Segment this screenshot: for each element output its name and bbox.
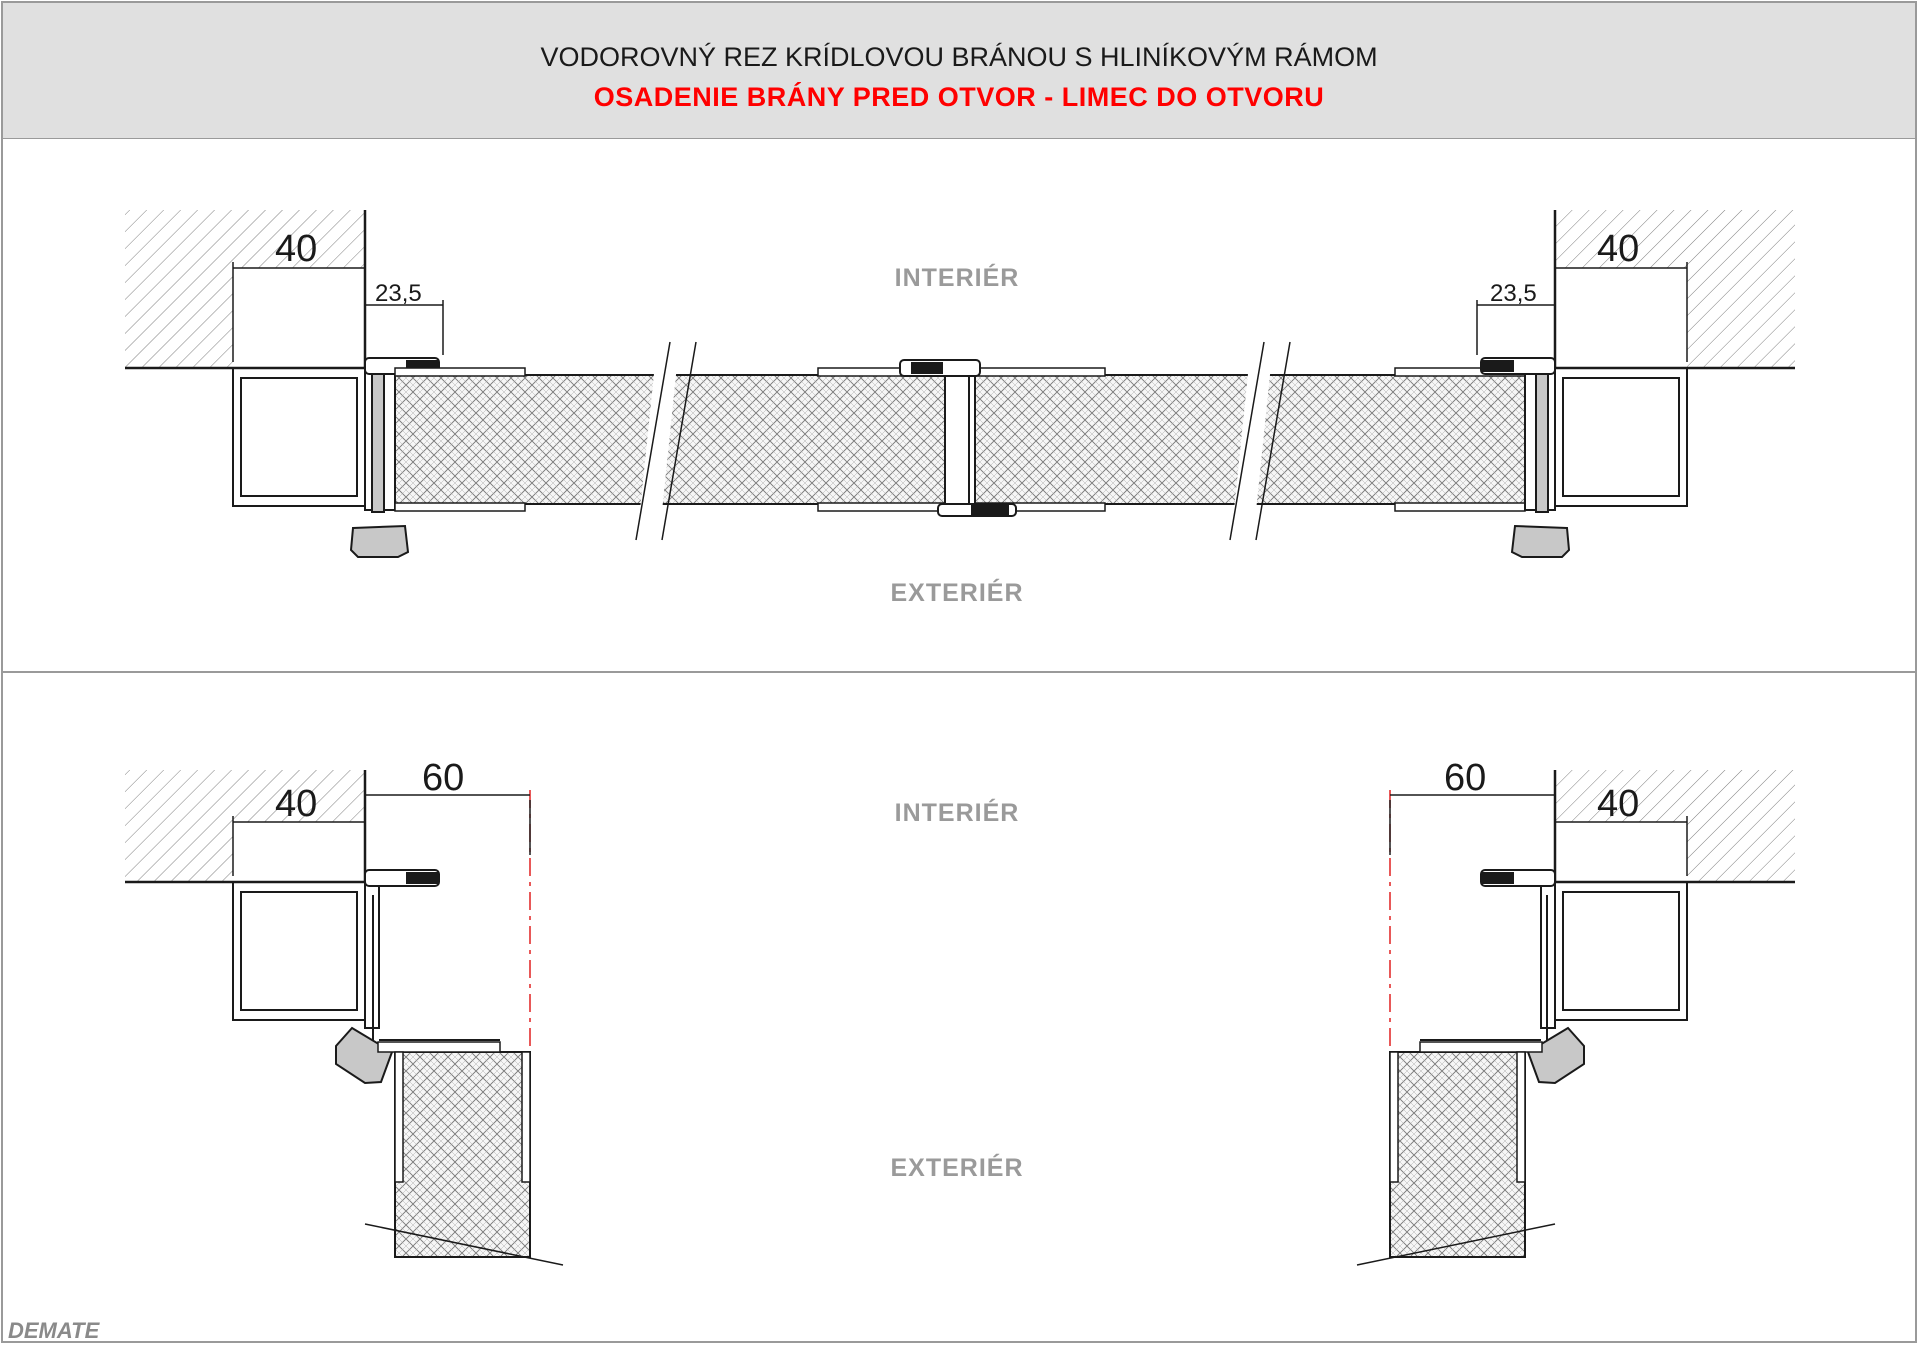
dim-label-40-left-top: 40	[275, 228, 317, 270]
interior-label-bottom: INTERIÉR	[895, 798, 1020, 827]
dimension-group-left-top	[232, 262, 444, 362]
dimension-group-right-bottom	[1390, 794, 1688, 876]
hinge-left-bottom	[335, 1026, 394, 1085]
center-mullion-profile	[899, 359, 1017, 517]
door-leaf-right-bottom	[1356, 1041, 1556, 1266]
frame-profile-left-top	[232, 357, 440, 513]
dim-label-23-5-left-top: 23,5	[375, 280, 422, 307]
bottom-section: 40 60	[125, 757, 1795, 1266]
hinge-left-top	[349, 524, 410, 558]
dim-label-40-right-top: 40	[1597, 228, 1639, 270]
exterior-label-top: EXTERIÉR	[890, 578, 1023, 607]
wall-left-bottom	[125, 770, 367, 884]
dim-label-23-5-right-top: 23,5	[1490, 280, 1537, 307]
break-lines-outline-top	[635, 341, 1291, 541]
dim-label-60-left-bottom: 60	[422, 757, 464, 799]
wall-right-top	[1553, 210, 1795, 370]
company-logo: DEMATE	[8, 1318, 101, 1343]
dim-label-60-right-bottom: 60	[1444, 757, 1486, 799]
frame-profile-right-top	[1480, 357, 1688, 513]
exterior-label-bottom: EXTERIÉR	[890, 1153, 1023, 1182]
break-lines-top	[637, 343, 1273, 542]
hinge-right-top	[1510, 524, 1571, 558]
dimension-group-left-bottom	[232, 794, 530, 876]
top-section: 40 23,5	[125, 210, 1795, 607]
frame-profile-left-bottom	[232, 869, 500, 1041]
door-leaf-left-bottom	[364, 1041, 564, 1266]
frame-profile-right-bottom	[1420, 869, 1688, 1041]
header-bar: VODOROVNÝ REZ KRÍDLOVOU BRÁNOU S HLINÍKO…	[2, 2, 1916, 139]
dim-label-40-right-bottom: 40	[1597, 783, 1639, 825]
drawing-subtitle: OSADENIE BRÁNY PRED OTVOR - LIMEC DO OTV…	[593, 82, 1325, 112]
wall-left-top	[125, 210, 367, 370]
dim-label-40-left-bottom: 40	[275, 783, 317, 825]
dimension-group-right-top	[1476, 262, 1688, 362]
interior-label-top: INTERIÉR	[895, 263, 1020, 292]
drawing-title: VODOROVNÝ REZ KRÍDLOVOU BRÁNOU S HLINÍKO…	[540, 42, 1378, 72]
hinge-right-bottom	[1526, 1026, 1585, 1085]
wall-right-bottom	[1553, 770, 1795, 884]
